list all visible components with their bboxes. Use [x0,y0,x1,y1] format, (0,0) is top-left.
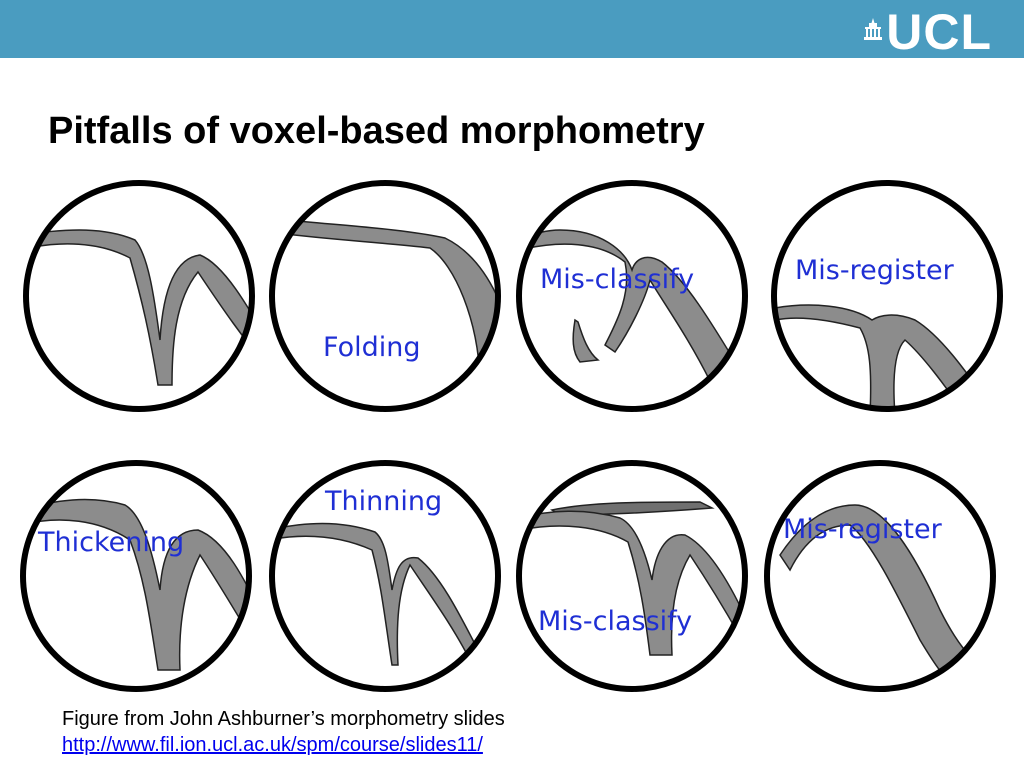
panel-ring [516,460,748,692]
panel-label-misclassify: Mis-classify [538,606,692,637]
panel-thinning: Thinning [269,460,501,692]
panel-label-misregister: Mis-register [783,514,943,545]
source-link[interactable]: http://www.fil.ion.ucl.ac.uk/spm/course/… [62,734,483,756]
panel-ring [516,180,748,412]
ucl-logo: UCL [864,4,992,60]
panel-label-misregister: Mis-register [795,255,955,286]
panel-ring [771,180,1003,412]
panel-ring [764,460,996,692]
panel-misregister-bottom: Mis-register [764,460,996,692]
panel-misregister-top: Mis-register [771,180,1003,412]
panel-label-misclassify: Mis-classify [540,264,694,295]
panel-label-folding: Folding [323,332,420,363]
panel-folding: Folding [269,180,501,412]
header-bar: UCL [0,0,1024,58]
page-title: Pitfalls of voxel-based morphometry [48,110,705,152]
panel-ring [23,180,255,412]
figure-caption: Figure from John Ashburner’s morphometry… [62,706,505,758]
panel-label-thickening: Thickening [37,527,184,558]
logo-text: UCL [886,4,992,60]
vbm-pitfalls-figure: Folding Mis-classify Mis-register Thicke… [20,180,1003,692]
panel-misclassify-bottom: Mis-classify [516,460,748,692]
panel-ring [269,460,501,692]
panel-normal [23,180,255,412]
panel-label-thinning: Thinning [324,486,442,517]
panel-ring [269,180,501,412]
panel-ring [20,460,252,692]
caption-text: Figure from John Ashburner’s morphometry… [62,708,505,730]
panel-misclassify-top: Mis-classify [516,180,748,412]
panel-thickening: Thickening [20,460,252,692]
portico-icon [864,18,883,40]
